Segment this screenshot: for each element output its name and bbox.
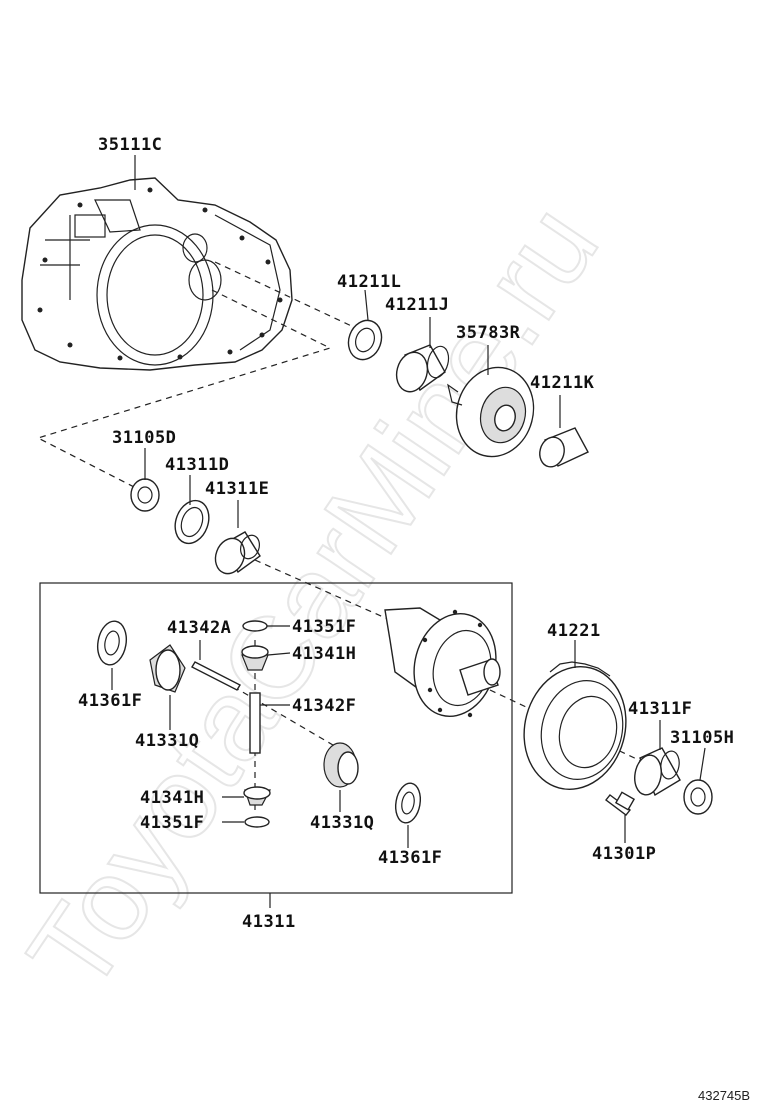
pinion-41331Q-left[interactable] bbox=[149, 644, 186, 693]
label-41211L[interactable]: 41211L bbox=[337, 272, 401, 292]
bolt-41301P[interactable] bbox=[605, 791, 636, 816]
bearing-41311F[interactable] bbox=[632, 747, 682, 797]
washer-41361F-right[interactable] bbox=[393, 781, 424, 825]
label-41221[interactable]: 41221 bbox=[547, 621, 601, 641]
label-41342A[interactable]: 41342A bbox=[167, 618, 231, 638]
washer-41361F-left[interactable] bbox=[94, 619, 129, 667]
label-31105D[interactable]: 31105D bbox=[112, 428, 176, 448]
label-35111C[interactable]: 35111C bbox=[98, 135, 162, 155]
driven-gear-35783R[interactable] bbox=[447, 359, 544, 466]
label-41311[interactable]: 41311 bbox=[242, 912, 296, 932]
label-41331Q-right[interactable]: 41331Q bbox=[310, 813, 374, 833]
label-41331Q-left[interactable]: 41331Q bbox=[135, 731, 199, 751]
ring-gear-41221[interactable] bbox=[511, 655, 640, 801]
shaft-41342A[interactable] bbox=[191, 661, 241, 691]
transaxle-housing-35111C[interactable] bbox=[21, 177, 293, 371]
label-41301P[interactable]: 41301P bbox=[592, 844, 656, 864]
washer-41351F-top[interactable] bbox=[242, 620, 268, 632]
label-41211J[interactable]: 41211J bbox=[385, 295, 449, 315]
bearing-41211J[interactable] bbox=[392, 344, 451, 395]
label-41341H-top[interactable]: 41341H bbox=[292, 644, 356, 664]
differential-case[interactable] bbox=[384, 604, 507, 725]
label-41311F[interactable]: 41311F bbox=[628, 699, 692, 719]
oil-seal-31105D[interactable] bbox=[130, 478, 160, 512]
label-41341H-bottom[interactable]: 41341H bbox=[140, 788, 204, 808]
figure-code: 432745B bbox=[698, 1088, 750, 1103]
label-41311D[interactable]: 41311D bbox=[165, 455, 229, 475]
shim-41311D[interactable] bbox=[169, 496, 214, 548]
label-41311E[interactable]: 41311E bbox=[205, 479, 269, 499]
label-31105H[interactable]: 31105H bbox=[670, 728, 734, 748]
differential-kit-frame bbox=[39, 582, 513, 894]
side-gear-41331Q-right[interactable] bbox=[323, 742, 359, 788]
bearing-41311E[interactable] bbox=[211, 531, 263, 578]
label-41211K[interactable]: 41211K bbox=[530, 373, 595, 393]
label-41351F-bottom[interactable]: 41351F bbox=[140, 813, 204, 833]
label-41361F-right[interactable]: 41361F bbox=[378, 848, 442, 868]
oil-seal-41211L[interactable] bbox=[343, 316, 387, 365]
washer-41351F-bottom[interactable] bbox=[244, 816, 270, 828]
pinion-41341H-bottom[interactable] bbox=[243, 786, 271, 806]
label-35783R[interactable]: 35783R bbox=[456, 323, 521, 343]
label-41351F-top[interactable]: 41351F bbox=[292, 617, 356, 637]
bearing-41211K[interactable] bbox=[537, 427, 589, 470]
label-41361F-left[interactable]: 41361F bbox=[78, 691, 142, 711]
pinion-41341H-top[interactable] bbox=[241, 645, 269, 671]
oil-seal-31105H[interactable] bbox=[683, 779, 713, 815]
pin-41342F[interactable] bbox=[249, 692, 261, 754]
label-41342F[interactable]: 41342F bbox=[292, 696, 356, 716]
